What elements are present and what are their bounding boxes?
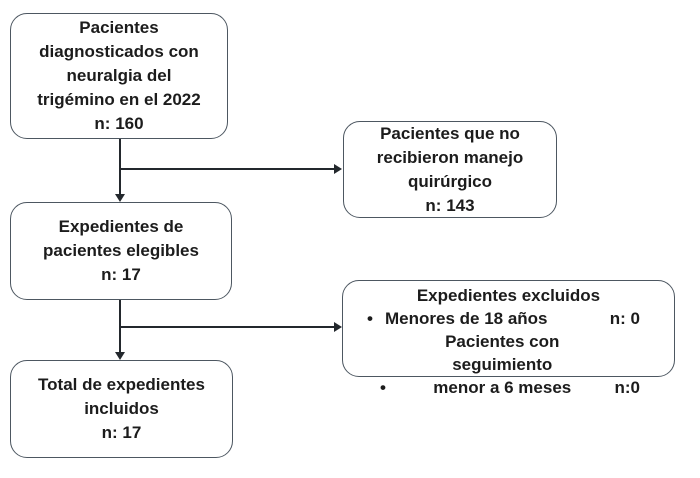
bullet-icon: • xyxy=(367,309,373,328)
connector-line-diagnosed-eligible xyxy=(119,139,121,196)
box-eligible-records: Expedientes de pacientes elegibles n: 17 xyxy=(10,202,232,300)
arrowhead-right-icon xyxy=(334,164,342,174)
box-no-surgery-text: Pacientes que no recibieron manejo quirú… xyxy=(376,123,524,215)
excluded-item-followup-count: n:0 xyxy=(614,378,641,397)
box-eligible-text: Expedientes de pacientes elegibles n: 17 xyxy=(43,217,199,284)
excluded-item-minors-count: n: 0 xyxy=(609,309,640,328)
arrowhead-right-icon xyxy=(334,322,342,332)
box-included-total: Total de expedientes incluidos n: 17 xyxy=(10,360,233,458)
connector-line-to-no-surgery xyxy=(119,168,335,170)
box-excluded-records: Expedientes excluidos • Menores de 18 añ… xyxy=(342,280,675,397)
arrowhead-down-icon xyxy=(115,352,125,360)
bullet-icon: • xyxy=(380,378,386,397)
box-diagnosed-text: Pacientes diagnosticados con neuralgia d… xyxy=(37,18,201,133)
excluded-item-followup: • Pacientes con seguimiento menor a 6 me… xyxy=(343,330,674,399)
excluded-item-minors: • Menores de 18 años n: 0 xyxy=(343,307,674,330)
connector-line-to-excluded xyxy=(119,326,335,328)
excluded-item-minors-label: Menores de 18 años xyxy=(385,309,548,328)
box-included-text: Total de expedientes incluidos n: 17 xyxy=(38,375,205,442)
box-diagnosed-patients: Pacientes diagnosticados con neuralgia d… xyxy=(10,13,228,139)
excluded-item-followup-label: Pacientes con seguimiento menor a 6 mese… xyxy=(433,332,572,397)
excluded-title: Expedientes excluidos xyxy=(416,286,601,305)
box-no-surgical-management: Pacientes que no recibieron manejo quirú… xyxy=(343,121,557,218)
arrowhead-down-icon xyxy=(115,194,125,202)
